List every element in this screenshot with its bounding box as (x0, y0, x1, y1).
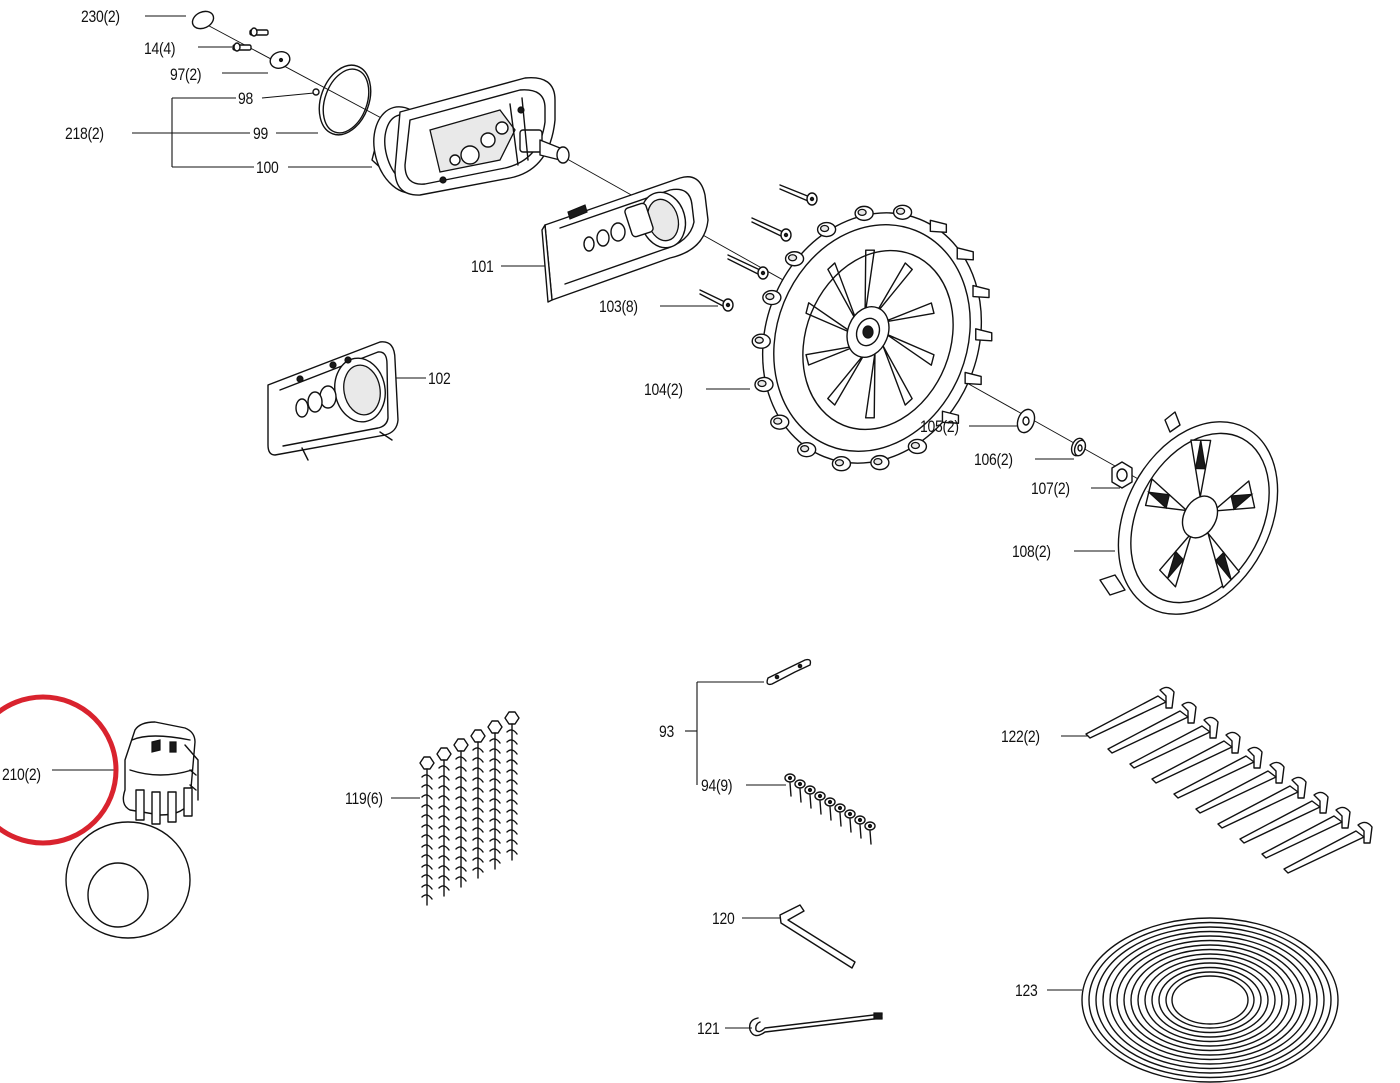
label-120: 120 (712, 909, 735, 928)
part-106-washer (1070, 437, 1087, 457)
label-122: 122(2) (1001, 727, 1040, 746)
label-121: 121 (697, 1019, 720, 1038)
label-107: 107(2) (1031, 479, 1070, 498)
part-94-screws (784, 773, 876, 845)
label-93: 93 (659, 722, 675, 741)
part-105-washer (1016, 408, 1036, 434)
label-103: 103(8) (599, 297, 638, 316)
label-94: 94(9) (701, 776, 733, 795)
part-123-wire-coil (1081, 917, 1339, 1083)
label-100: 100 (256, 158, 279, 177)
highlight-circle (0, 694, 119, 846)
part-97-disc (269, 51, 291, 69)
label-105: 105(2) (920, 417, 959, 436)
label-218: 218(2) (65, 124, 104, 143)
label-106: 106(2) (974, 450, 1013, 469)
label-98: 98 (238, 89, 254, 108)
part-230-disc (191, 10, 215, 30)
part-100-gearbox (371, 76, 570, 196)
label-97: 97(2) (170, 65, 202, 84)
label-101: 101 (471, 257, 494, 276)
label-123: 123 (1015, 981, 1038, 1000)
part-108-hubcap (1099, 411, 1279, 615)
part-104-wheel (751, 204, 993, 472)
part-99-oring (318, 64, 372, 136)
label-104: 104(2) (644, 380, 683, 399)
part-93-blade (766, 658, 812, 686)
label-102: 102 (428, 369, 451, 388)
label-230: 230(2) (81, 7, 120, 26)
part-14-screws (232, 27, 269, 52)
wheel-spokes (805, 249, 935, 419)
part-107-nut (1111, 461, 1133, 489)
label-14: 14(4) (144, 39, 176, 58)
part-210-front-wheel (65, 721, 199, 939)
leader-lines (52, 15, 1141, 1029)
part-119-pegs (419, 711, 520, 906)
label-210: 210(2) (2, 765, 41, 784)
part-120-hex-key (779, 904, 856, 969)
label-108: 108(2) (1012, 542, 1051, 561)
part-121-key (748, 1012, 883, 1037)
part-102-cover (267, 341, 399, 461)
part-103-screws (699, 184, 818, 312)
label-99: 99 (253, 124, 269, 143)
part-98-pin (312, 88, 320, 96)
hubcap-spokes (1144, 439, 1256, 589)
wheel-studs (751, 204, 993, 472)
part-101-cover (541, 176, 709, 303)
part-122-pegs (1085, 686, 1373, 874)
label-119: 119(6) (345, 789, 383, 808)
